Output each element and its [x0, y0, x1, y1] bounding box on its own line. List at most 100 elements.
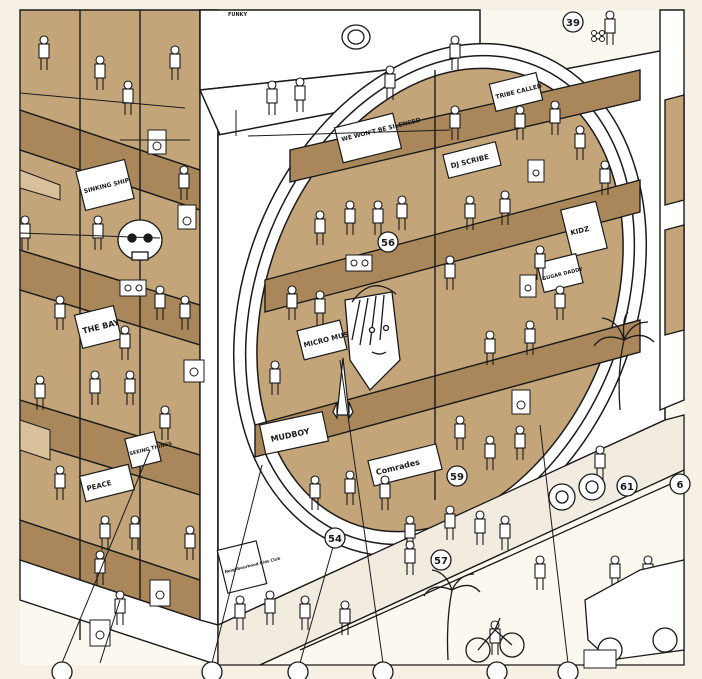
- person-figure: [524, 320, 536, 355]
- sign-micro: [296, 319, 348, 361]
- callout-59: [446, 465, 468, 487]
- person-figure: [344, 470, 356, 505]
- person-figure: [178, 165, 190, 200]
- callout-bottom-1: [51, 661, 73, 679]
- person-figure: [122, 80, 134, 115]
- callout-bottom-3: [287, 661, 309, 679]
- person-figure: [309, 475, 321, 510]
- person-figure: [379, 475, 391, 510]
- person-figure: [119, 325, 131, 360]
- person-figure: [169, 45, 181, 80]
- sign-comrades: [367, 443, 443, 487]
- person-figure: [464, 195, 476, 230]
- person-figure: [154, 285, 166, 320]
- person-figure: [314, 210, 326, 245]
- sign-we-wont: [333, 112, 403, 164]
- callout-56-text: 56: [381, 238, 395, 249]
- person-figure: [514, 425, 526, 460]
- person-figure: [384, 65, 396, 100]
- person-figure: [54, 465, 66, 500]
- callout-bottom-4: [372, 661, 394, 679]
- tyres: [548, 473, 606, 511]
- person-figure: [234, 595, 246, 630]
- person-figure: [179, 295, 191, 330]
- person-figure: [484, 330, 496, 365]
- person-figure: [89, 370, 101, 405]
- callout-bottom-5: [486, 661, 508, 679]
- person-figure: [34, 375, 46, 410]
- oval-floor-3: [254, 319, 641, 458]
- person-figure: [404, 540, 416, 575]
- callout-39-text: 39: [566, 18, 580, 29]
- person-figure: [499, 190, 511, 225]
- person-figure: [549, 100, 561, 135]
- person-figure: [449, 105, 461, 140]
- callout-39: [562, 11, 584, 33]
- person-figure: [474, 510, 486, 545]
- person-figure: [286, 285, 298, 320]
- callout-59-text: 59: [450, 472, 464, 483]
- person-figure: [484, 435, 496, 470]
- sign-jazz: [442, 141, 502, 179]
- person-figure: [594, 445, 606, 480]
- callout-57: [430, 549, 452, 571]
- person-figure: [454, 415, 466, 450]
- person-figure: [129, 515, 141, 550]
- person-figure: [574, 125, 586, 160]
- callout-56: [377, 231, 399, 253]
- leader-lines: [19, 92, 569, 664]
- person-figure: [38, 35, 50, 70]
- person-figure: [294, 77, 306, 112]
- oval-floor-2: [264, 179, 641, 313]
- callout-54-text: 54: [328, 534, 342, 545]
- person-figure: [94, 550, 106, 585]
- sign-the-bay: [73, 304, 123, 350]
- flower-icon: [591, 30, 605, 42]
- sign-mudboy: [258, 410, 330, 456]
- callouts: [51, 11, 691, 679]
- callout-61: [616, 475, 638, 497]
- callout-54: [324, 527, 346, 549]
- right-building: [659, 9, 685, 412]
- curb-line: [299, 477, 685, 651]
- palm-tree-1: [593, 311, 655, 411]
- person-figure: [269, 360, 281, 395]
- right-room-2: [664, 224, 685, 336]
- person-figure: [94, 55, 106, 90]
- sign-neighbourhood: [216, 540, 268, 594]
- person-figure: [54, 295, 66, 330]
- head-sculpture: [344, 285, 401, 392]
- sign-sinking: [75, 158, 135, 212]
- sign-kidz: [560, 200, 608, 258]
- person-figure: [114, 590, 126, 625]
- callout-61-text: 61: [620, 482, 634, 493]
- callout-numbers: 39 56 59 61 54 57 6: [328, 18, 683, 567]
- person-figure: [514, 105, 526, 140]
- callout-bottom-2: [201, 661, 223, 679]
- left-stairs: [19, 169, 61, 461]
- person-figure: [604, 10, 616, 45]
- callout-6x-text: 6: [677, 480, 684, 491]
- top-knob: [341, 24, 371, 50]
- person-figure: [339, 600, 351, 635]
- signs: [73, 71, 608, 594]
- person-figure: [534, 555, 546, 590]
- person-figure: [396, 195, 408, 230]
- callout-6x: [669, 473, 691, 495]
- person-figure: [444, 255, 456, 290]
- person-figure: [19, 215, 31, 250]
- sign-funky-text: FUNKY: [228, 12, 248, 18]
- person-figure: [372, 200, 384, 235]
- person-figure: [92, 215, 104, 250]
- palm-tree-2: [423, 569, 481, 661]
- right-room: [664, 94, 685, 206]
- people-crowd: [19, 10, 654, 655]
- person-figure: [124, 370, 136, 405]
- person-figure: [99, 515, 111, 550]
- person-figure: [299, 595, 311, 630]
- person-figure: [599, 160, 611, 195]
- person-figure: [449, 35, 461, 70]
- skull: [117, 219, 163, 261]
- person-figure: [159, 405, 171, 440]
